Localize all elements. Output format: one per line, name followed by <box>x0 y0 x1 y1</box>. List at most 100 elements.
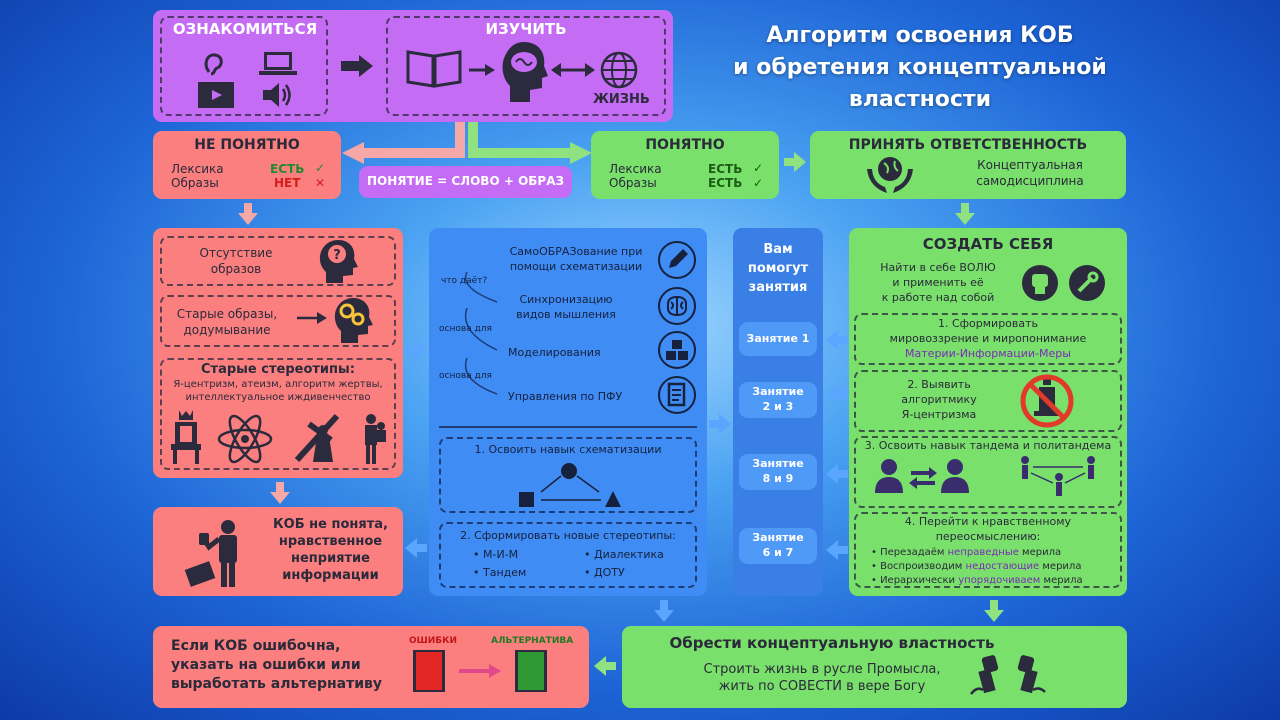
authority-line-1: Строить жизнь в русле Промысла, <box>703 662 941 677</box>
globe-hands-icon <box>867 157 913 193</box>
measure-row-3: • Иерархически упорядочиваем мерила <box>871 575 1083 586</box>
lessons-head-1: Вам <box>763 242 793 257</box>
connector-down <box>455 122 465 158</box>
step-4: Управления по ПФУ <box>508 390 623 403</box>
stereotypes-line-2: интеллектуальное иждивенчество <box>185 392 371 403</box>
lesson-8-9-line-1: Занятие <box>752 457 804 470</box>
triangle-schema-icon <box>519 463 621 507</box>
bullet-tandem: • Тандем <box>473 566 527 579</box>
arrow-right-icon <box>297 312 327 324</box>
arrow-left-icon <box>342 142 364 164</box>
lessons-head-3: занятия <box>748 280 808 295</box>
lexicon-label: Лексика <box>171 162 224 176</box>
head-gears-icon <box>334 298 373 343</box>
arrow-left-icon <box>405 538 427 558</box>
top-purple-block: ОЗНАКОМИТЬСЯ ИЗУЧИТЬ <box>153 10 673 122</box>
arrow-left-icon <box>826 330 848 350</box>
throne-icon <box>171 410 201 464</box>
double-arrow-icon <box>551 63 595 77</box>
red-book-icon <box>413 650 445 692</box>
authority-box: Обрести концептуальную властность Строит… <box>622 626 1127 708</box>
arrow-down-icon <box>984 600 1004 622</box>
lessons-column: Вам помогут занятия Занятие 1 Занятие 2 … <box>733 228 823 596</box>
concept-formula-box: ПОНЯТИЕ = СЛОВО + ОБРАЗ <box>359 166 572 198</box>
arrow-left-icon <box>826 384 848 404</box>
life-label: ЖИЗНЬ <box>593 92 650 107</box>
speaker-icon <box>263 83 291 107</box>
ear-icon <box>204 53 223 76</box>
flow-curves <box>464 271 498 395</box>
measure-row-1: • Перезадаём неправедные мерила <box>871 547 1062 558</box>
kob-line-2: нравственное <box>278 534 383 549</box>
globe-icon <box>600 51 638 89</box>
arrow-left-icon <box>594 656 616 676</box>
will-line-2: и применить её <box>892 276 984 289</box>
point-2-line-2: алгоритмику <box>901 393 977 406</box>
alternative-line-3: выработать альтернативу <box>171 676 382 692</box>
study-label: ИЗУЧИТЬ <box>485 20 567 38</box>
arrow-right-icon <box>784 152 806 172</box>
connector-right <box>468 148 573 158</box>
authority-line-2: жить по СОВЕСТИ в вере Богу <box>718 679 926 694</box>
images-value: НЕТ <box>274 176 301 190</box>
title-line-2: и обретения концептуальной <box>733 55 1107 80</box>
lesson-2-3[interactable]: Занятие 2 и 3 <box>739 382 817 418</box>
lesson-6-7-line-1: Занятие <box>752 531 804 544</box>
arrow-right-icon <box>341 55 373 77</box>
create-yourself-panel: СОЗДАТЬ СЕБЯ Найти в себе ВОЛЮ и примени… <box>849 228 1127 596</box>
point-1-line-2: мировоззрение и миропонимание <box>889 332 1087 345</box>
alternative-box: Если КОБ ошибочна, указать на ошибки или… <box>153 626 589 708</box>
lexicon-label: Лексика <box>609 162 662 176</box>
not-understood-box: НЕ ПОНЯТНО Лексика Образы ЕСТЬ НЕТ ✓ ✕ <box>153 131 341 199</box>
question-what-gives: что даёт? <box>441 276 488 286</box>
wrench-icon <box>1069 265 1105 301</box>
step-2-line-2: видов мышления <box>516 308 616 321</box>
point-1-line-3: Материи-Информации-Меры <box>905 347 1071 360</box>
authority-title: Обрести концептуальную властность <box>669 634 995 652</box>
create-title: СОЗДАТЬ СЕБЯ <box>922 235 1054 253</box>
arrow-down-icon <box>654 600 674 622</box>
point-2-line-3: Я-центризма <box>901 408 977 421</box>
fist-icon <box>1022 265 1058 301</box>
lesson-6-7[interactable]: Занятие 6 и 7 <box>739 528 817 564</box>
responsibility-line-1: Концептуальная <box>977 158 1083 172</box>
point-3: 3. Освоить навык тандема и политандема <box>864 439 1112 452</box>
title-line-3: властности <box>848 87 992 112</box>
concept-formula: ПОНЯТИЕ = СЛОВО + ОБРАЗ <box>366 174 565 188</box>
images-label: Образы <box>609 176 657 190</box>
old-images-group <box>160 295 396 347</box>
basis-for-2: основа для <box>439 371 492 381</box>
arrow-right-icon <box>469 64 495 76</box>
images-label: Образы <box>171 176 219 190</box>
cubes-icon <box>658 331 696 369</box>
point-2-line-1: 2. Выявить <box>907 378 971 391</box>
arrow-down-icon <box>238 203 258 225</box>
lesson-1-label: Занятие 1 <box>746 332 810 345</box>
lessons-head-2: помогут <box>747 261 809 276</box>
bullet-dotu: • ДОТУ <box>584 566 625 579</box>
step-3: Моделирования <box>508 346 601 359</box>
moral-rethinking-group <box>854 512 1122 588</box>
person-carrying-icon <box>365 414 386 464</box>
kob-line-1: КОБ не понята, <box>273 517 388 532</box>
worldview-group <box>854 313 1122 365</box>
alternative-label: АЛЬТЕРНАТИВА <box>491 636 574 646</box>
no-throne-icon <box>1020 374 1074 428</box>
lesson-8-9[interactable]: Занятие 8 и 9 <box>739 454 817 490</box>
point-1-line-1: 1. Сформировать <box>937 317 1039 330</box>
alternative-line-1: Если КОБ ошибочна, <box>171 638 341 654</box>
egocentrism-group <box>854 370 1122 432</box>
check-icon: ✓ <box>753 161 764 175</box>
point-4-line-1: 4. Перейти к нравственному <box>904 515 1072 528</box>
connector-left <box>360 148 465 158</box>
lesson-6-7-line-2: 6 и 7 <box>762 546 794 559</box>
head-question-icon: ? <box>319 240 358 283</box>
lesson-1[interactable]: Занятие 1 <box>739 322 817 356</box>
green-book-icon <box>515 650 547 692</box>
stereotypes-line-1: Я-центризм, атеизм, алгоритм жертвы, <box>173 379 383 390</box>
lexicon-value: ЕСТЬ <box>270 162 305 176</box>
self-education-panel: СамоОБРАЗование при помощи схематизации … <box>429 228 707 596</box>
bullet-dialectics: • Диалектика <box>584 548 664 561</box>
lexicon-value: ЕСТЬ <box>708 162 743 176</box>
arrow-right-icon <box>570 142 592 164</box>
